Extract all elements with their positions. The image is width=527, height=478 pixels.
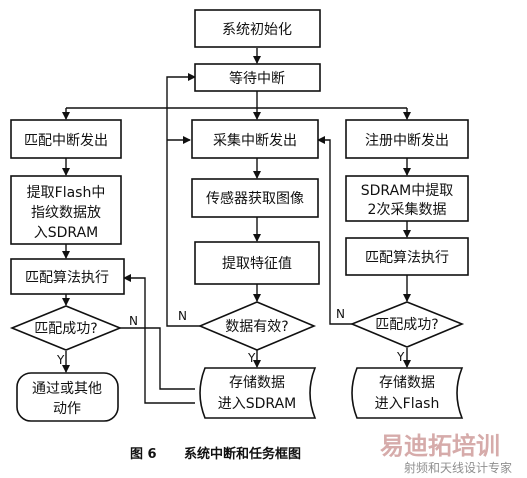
edge-valid-no-to-wait xyxy=(166,73,200,327)
label-left-no: N xyxy=(129,314,138,328)
watermark-main: 易迪拓培训 xyxy=(380,432,500,460)
node-sdram-extract xyxy=(345,175,469,222)
node-extract-flash xyxy=(10,175,122,245)
node-collect-int-label: 采集中断发出 xyxy=(213,132,297,149)
node-pass-or-other-line2: 动作 xyxy=(53,401,81,417)
node-data-valid-label: 数据有效? xyxy=(225,319,288,335)
edge-labels: Y N Y N Y N xyxy=(56,307,405,367)
edge-left-diamond-no xyxy=(120,327,195,390)
label-right-yes: Y xyxy=(396,350,405,364)
node-match-success-right xyxy=(349,301,465,348)
label-left-yes: Y xyxy=(56,353,65,367)
node-extract-flash-line3: 入SDRAM xyxy=(34,225,98,241)
node-store-sdram xyxy=(199,367,317,419)
node-match-success-left-label: 匹配成功? xyxy=(34,321,97,337)
node-extract-feature-label: 提取特征值 xyxy=(222,256,292,272)
node-store-sdram-line2: 进入SDRAM xyxy=(218,396,296,412)
node-register-int-label: 注册中断发出 xyxy=(365,133,449,149)
label-valid-no: N xyxy=(178,309,187,323)
node-store-sdram-line1: 存储数据 xyxy=(229,375,285,391)
node-extract-feature xyxy=(194,241,320,285)
node-sensor-image-label: 传感器获取图像 xyxy=(206,190,304,207)
node-match-success-left xyxy=(9,305,123,351)
node-pass-or-other xyxy=(16,372,119,422)
label-right-no: N xyxy=(336,307,345,321)
caption: 图 6 系统中断和任务框图 xyxy=(130,446,301,462)
node-match-int-label: 匹配中断发出 xyxy=(24,133,108,149)
caption-title: 系统中断和任务框图 xyxy=(184,446,301,462)
caption-figure-number: 图 6 xyxy=(130,447,157,462)
node-match-algo-right-label: 匹配算法执行 xyxy=(365,250,449,266)
node-collect-int xyxy=(191,119,319,159)
node-wait xyxy=(194,63,321,92)
nodes: 系统初始化 等待中断 匹配中断发出 采集中断发出 注册中断发出 提取Flash中… xyxy=(9,9,469,422)
node-match-algo-right xyxy=(345,237,469,276)
edge-right-diamond-no xyxy=(317,136,352,325)
node-match-success-right-label: 匹配成功? xyxy=(375,317,438,333)
node-init-label: 系统初始化 xyxy=(222,21,292,38)
node-wait-label: 等待中断 xyxy=(229,70,285,87)
edge-store-sdram-to-algo xyxy=(123,274,195,404)
node-store-flash xyxy=(351,367,464,419)
label-valid-yes: Y xyxy=(247,351,256,365)
node-match-algo-left-label: 匹配算法执行 xyxy=(25,270,109,286)
node-sensor-image xyxy=(191,178,319,218)
node-init xyxy=(194,9,321,48)
node-data-valid xyxy=(197,301,317,351)
node-sdram-extract-line1: SDRAM中提取 xyxy=(361,183,453,199)
node-register-int xyxy=(345,119,469,159)
node-store-flash-line1: 存储数据 xyxy=(379,375,435,391)
watermark: 易迪拓培训 射频和天线设计专家 xyxy=(380,432,512,475)
edges xyxy=(62,48,411,404)
watermark-sub: 射频和天线设计专家 xyxy=(404,460,512,475)
node-match-int xyxy=(10,119,122,159)
node-sdram-extract-line2: 2次采集数据 xyxy=(368,201,447,218)
node-extract-flash-line2: 指纹数据放 xyxy=(31,205,101,221)
node-match-algo-left xyxy=(10,258,125,295)
node-extract-flash-line1: 提取Flash中 xyxy=(27,185,106,201)
node-pass-or-other-line1: 通过或其他 xyxy=(32,381,102,397)
node-store-flash-line2: 进入Flash xyxy=(375,396,440,412)
